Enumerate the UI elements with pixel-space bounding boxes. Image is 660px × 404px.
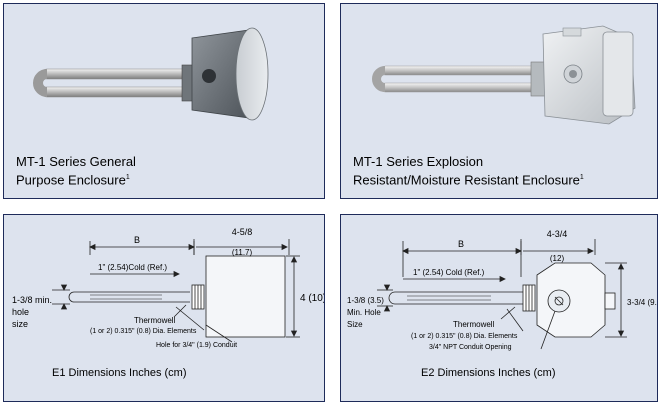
e2-dimensions-title: E2 Dimensions Inches (cm) [421,367,556,379]
panel-general-purpose: MT-1 Series General Purpose Enclosure1 [3,3,325,199]
panel-explosion-resistant: MT-1 Series Explosion Resistant/Moisture… [340,3,658,199]
width-label: 4-5/8 [232,227,253,237]
conduit-label: 3/4" NPT Conduit Opening [429,344,512,351]
explosion-resistant-caption: MT-1 Series Explosion Resistant/Moisture… [353,154,584,188]
thermowell-label: Thermowell [453,320,495,329]
e2-dimension-drawing: B 4-3/4 (12) 1" (2.54) Cold (Ref.) 3-3/4… [347,229,657,351]
dimension-b-label: B [458,239,464,249]
explosion-resistant-heater-photo [372,25,636,125]
width-label: 4-3/4 [547,229,568,239]
general-purpose-caption: MT-1 Series General Purpose Enclosure1 [16,154,136,188]
width-cm-label: (12) [550,254,565,263]
e1-dimensions-title: E1 Dimensions Inches (cm) [52,367,187,379]
footnote-mark: 1 [125,174,130,181]
elements-label: (1 or 2) 0.315" (0.8) Dia. Elements [90,328,197,335]
footnote-mark: 1 [579,174,584,181]
caption-line-2: Resistant/Moisture Resistant Enclosure [353,172,580,188]
width-cm-label: (11.7) [232,248,253,257]
thermowell-label: Thermowell [134,316,176,325]
cold-ref-label: 1" (2.54)Cold (Ref.) [98,263,167,272]
e1-dimension-drawing: B 4-5/8 (11.7) 1" (2.54)Cold (Ref.) 4 (1… [12,227,324,349]
panel-e2-dimensions: B 4-3/4 (12) 1" (2.54) Cold (Ref.) 3-3/4… [340,214,658,402]
hole-size-label-2: hole [12,307,29,317]
general-purpose-heater-photo [33,27,269,121]
hole-size-label-2: Min. Hole [347,308,381,317]
cold-ref-label: 1" (2.54) Cold (Ref.) [413,268,485,277]
elements-label: (1 or 2) 0.315" (0.8) Dia. Elements [411,333,518,340]
hole-size-label-3: size [12,319,28,329]
panel-e1-dimensions: B 4-5/8 (11.7) 1" (2.54)Cold (Ref.) 4 (1… [3,214,325,402]
height-label: 4 (10) [300,293,324,304]
hole-size-label-1: 1-3/8 (3.5) [347,296,384,305]
caption-line-1: MT-1 Series Explosion [353,154,484,169]
hole-size-label-1: 1-3/8 min. [12,295,52,305]
height-label: 3-3/4 (9.5) [627,298,657,307]
dimension-b-label: B [134,235,140,245]
hole-size-label-3: Size [347,320,363,329]
caption-line-1: MT-1 Series General [16,154,136,169]
conduit-label: Hole for 3/4" (1.9) Conduit [156,342,237,349]
caption-line-2: Purpose Enclosure [16,172,126,188]
